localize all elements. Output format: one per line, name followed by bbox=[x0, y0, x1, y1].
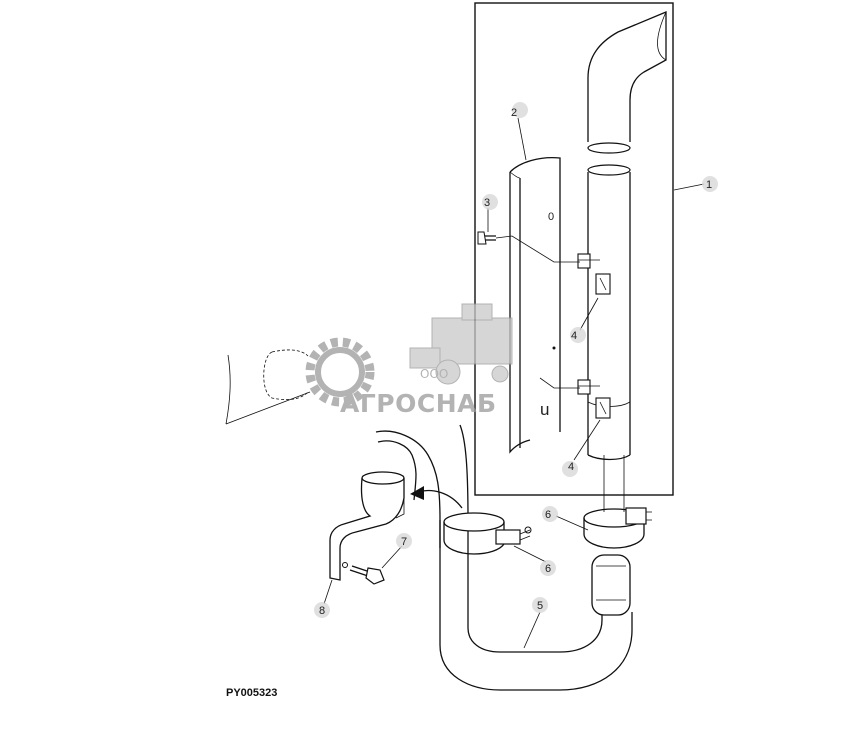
svg-text:6: 6 bbox=[545, 563, 551, 575]
svg-text:6: 6 bbox=[545, 509, 551, 521]
callout-4-lower: 4 bbox=[562, 461, 578, 477]
svg-text:7: 7 bbox=[401, 536, 407, 548]
assembly-arrow bbox=[410, 486, 463, 509]
callout-3: 3 bbox=[482, 194, 498, 210]
shield-clip-upper bbox=[577, 253, 611, 295]
svg-text:8: 8 bbox=[319, 605, 325, 617]
exhaust-u-pipe bbox=[375, 424, 633, 691]
leader-lines bbox=[323, 117, 705, 649]
callout-7: 7 bbox=[396, 533, 412, 549]
inset-frame bbox=[474, 2, 674, 496]
callout-1: 1 bbox=[702, 176, 718, 192]
svg-text:2: 2 bbox=[511, 107, 517, 119]
shield-screw bbox=[477, 231, 580, 389]
svg-text:4: 4 bbox=[568, 461, 574, 473]
watermark-logo: ООО АГРОСНАБ bbox=[305, 303, 513, 418]
callout-4-upper: 4 bbox=[570, 327, 586, 343]
figure-id: PY005323 bbox=[226, 687, 278, 699]
clamp-connector-lines bbox=[603, 455, 625, 512]
callout-6-right: 6 bbox=[542, 506, 558, 522]
svg-text:3: 3 bbox=[484, 197, 490, 209]
heat-shield bbox=[509, 156, 561, 454]
svg-text:ООО: ООО bbox=[420, 367, 448, 381]
pipe-clamp-upper bbox=[583, 507, 652, 549]
shield-mark-top: 0 bbox=[548, 211, 554, 223]
bracket-bolt bbox=[349, 565, 385, 585]
svg-text:АГРОСНАБ: АГРОСНАБ bbox=[340, 389, 497, 418]
combine-harvester-icon bbox=[409, 303, 513, 385]
shield-clip-lower bbox=[577, 379, 611, 419]
gear-icon bbox=[305, 337, 375, 407]
svg-text:4: 4 bbox=[571, 330, 577, 342]
shield-mark-side: u bbox=[540, 400, 549, 419]
engine-outline bbox=[225, 349, 311, 425]
pipe-clamp-lower bbox=[443, 512, 532, 555]
svg-text:1: 1 bbox=[706, 179, 712, 191]
exhaust-elbow bbox=[587, 11, 667, 154]
callout-5: 5 bbox=[532, 597, 548, 613]
pipe-bracket bbox=[329, 471, 405, 581]
exhaust-stack-pipe bbox=[587, 164, 631, 461]
callout-6-lower: 6 bbox=[540, 560, 556, 576]
callout-2: 2 bbox=[511, 102, 528, 119]
callout-8: 8 bbox=[314, 602, 330, 618]
svg-text:5: 5 bbox=[537, 600, 543, 612]
